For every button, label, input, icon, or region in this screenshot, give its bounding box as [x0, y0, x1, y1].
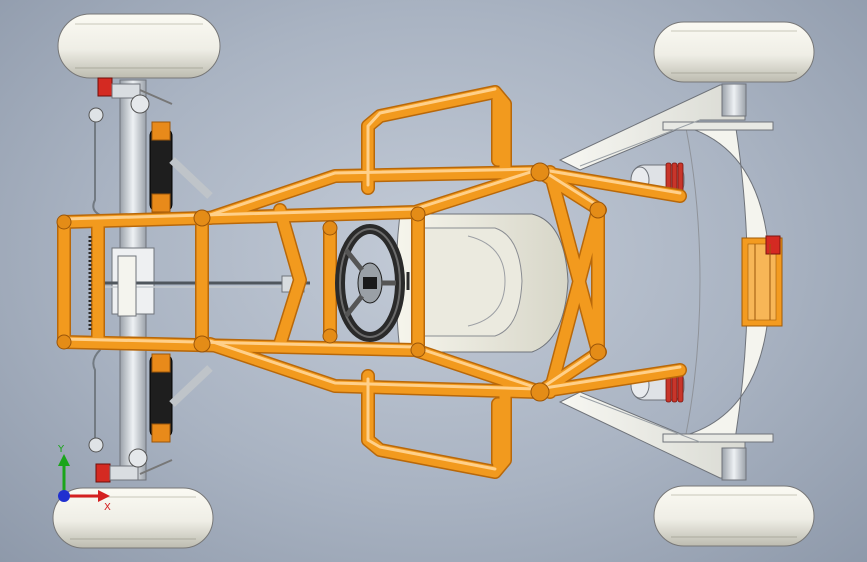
- axis-y-label: Y: [57, 444, 65, 455]
- driver-seat[interactable]: [395, 213, 569, 353]
- axis-x-label: X: [104, 502, 111, 513]
- front-right-spindle[interactable]: [95, 448, 173, 483]
- axis-z-icon: [58, 490, 70, 502]
- steering-wheel[interactable]: [335, 224, 405, 342]
- rear-drive-unit[interactable]: [741, 235, 783, 327]
- rear-left-tire[interactable]: [653, 21, 815, 83]
- rear-right-tire[interactable]: [653, 485, 815, 547]
- tube-frame[interactable]: [56, 85, 687, 479]
- front-left-shock[interactable]: [149, 121, 213, 213]
- front-left-tire[interactable]: [57, 13, 221, 79]
- rear-swing-arm[interactable]: [558, 83, 774, 481]
- front-left-spindle[interactable]: [97, 77, 173, 114]
- front-right-shock[interactable]: [149, 353, 213, 443]
- front-right-tire[interactable]: [52, 487, 214, 549]
- front-bumper-coil: [88, 236, 137, 330]
- axis-triad: Y X: [57, 444, 111, 513]
